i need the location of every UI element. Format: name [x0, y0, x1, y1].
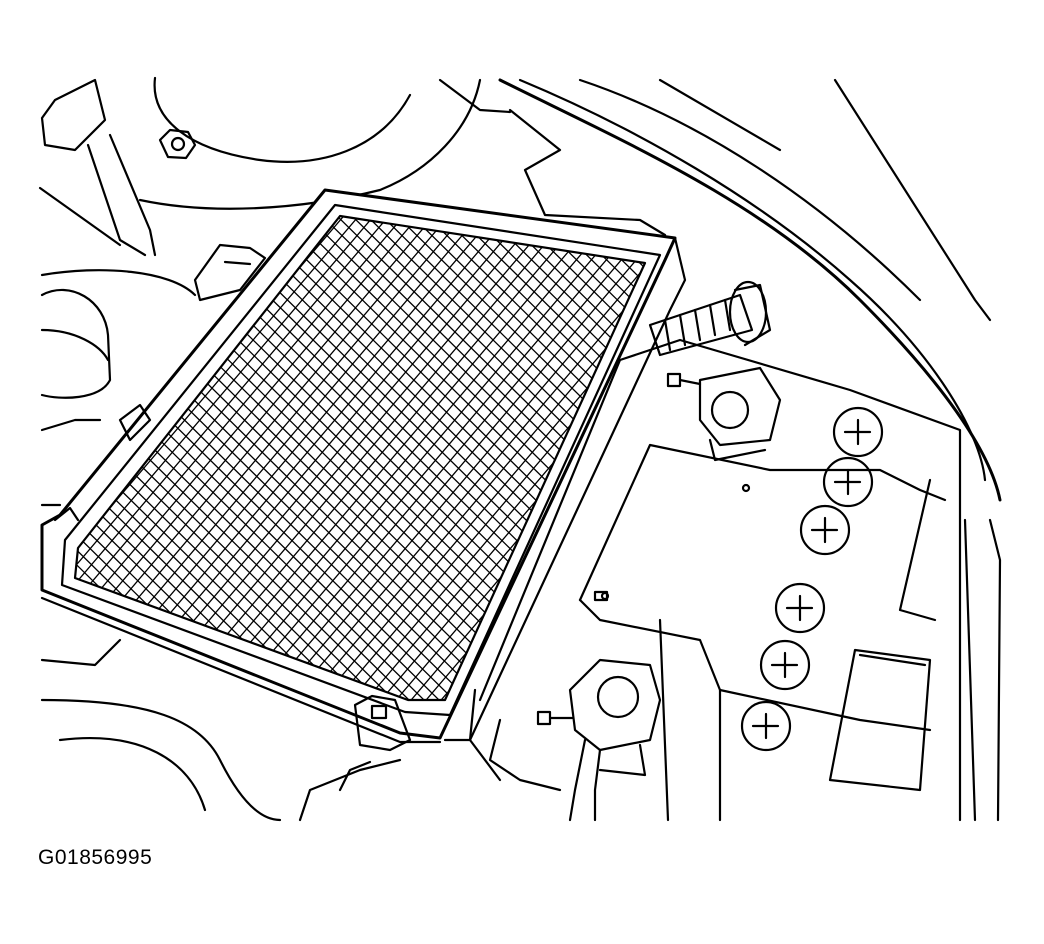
cell-cap-5	[759, 639, 811, 691]
mesh-line	[75, 216, 516, 700]
mesh-line	[0, 150, 5, 760]
mesh-line	[389, 216, 645, 700]
mesh-line	[284, 216, 645, 700]
mesh-line	[765, 150, 1044, 760]
mesh-line	[960, 150, 1044, 760]
mesh-line	[885, 150, 1044, 760]
cell-caps	[740, 406, 884, 752]
battery-cover	[0, 150, 1044, 760]
mesh-line	[0, 150, 55, 760]
mesh-line	[0, 150, 35, 760]
mesh-line	[930, 150, 1044, 760]
mesh-line	[705, 150, 1044, 760]
mesh-line	[239, 216, 645, 700]
mesh-line	[0, 150, 20, 760]
mesh-line	[720, 150, 1044, 760]
mesh-line	[870, 150, 1044, 760]
cover-clip-bottom	[353, 694, 412, 752]
cell-cap-2	[822, 456, 874, 508]
mesh-line	[269, 216, 645, 700]
mesh-line	[434, 216, 645, 700]
mesh-line	[224, 216, 645, 700]
cell-cap-1	[832, 406, 884, 458]
figure-id-label: G01856995	[38, 846, 153, 869]
mesh-line	[1035, 150, 1044, 760]
mesh-line	[795, 150, 1044, 760]
mesh-line	[735, 150, 1044, 760]
mesh-line	[449, 216, 645, 700]
mesh-line	[75, 216, 116, 700]
mesh-line	[75, 216, 471, 700]
mesh-line	[1020, 150, 1044, 760]
mesh-line	[780, 150, 1044, 760]
mesh-line	[75, 216, 126, 700]
cell-cap-4	[774, 582, 826, 634]
mesh-line	[239, 216, 645, 700]
mesh-line	[870, 150, 1044, 760]
mesh-line	[75, 216, 101, 700]
mesh-line	[464, 216, 645, 700]
battery-cover-illustration	[0, 76, 1044, 822]
mesh-line	[975, 150, 1044, 760]
mesh-line	[209, 216, 645, 700]
mesh-line	[344, 216, 645, 700]
mesh-line	[720, 150, 1044, 760]
mesh-line	[419, 216, 645, 700]
mesh-line	[1020, 150, 1044, 760]
mesh-line	[735, 150, 1044, 760]
mesh-line	[765, 150, 1044, 760]
mesh-line	[75, 216, 96, 700]
battery-label	[828, 648, 932, 792]
mesh-line	[885, 150, 1044, 760]
mesh-line	[810, 150, 1044, 760]
mesh-line	[75, 216, 531, 700]
mesh-line	[0, 150, 70, 760]
mesh-line	[900, 150, 1044, 760]
mesh-line	[840, 150, 1044, 760]
mesh-line	[855, 150, 1044, 760]
cell-cap-3	[799, 504, 851, 556]
mesh-line	[254, 216, 645, 700]
mesh-line	[855, 150, 1044, 760]
mesh-line	[0, 150, 25, 760]
mesh-line	[795, 150, 1044, 760]
mesh-line	[0, 150, 50, 760]
mesh-line	[840, 150, 1044, 760]
mesh-line	[810, 150, 1044, 760]
cell-cap-6	[740, 700, 792, 752]
mesh-line	[1005, 150, 1044, 760]
cover-clip-top-left	[193, 243, 267, 302]
mesh-border	[73, 214, 647, 702]
mesh-line	[224, 216, 645, 700]
mesh-line	[1005, 150, 1044, 760]
mesh-line	[75, 216, 86, 700]
mesh-line	[975, 150, 1044, 760]
mesh-line	[75, 216, 486, 700]
mesh-line	[0, 150, 40, 760]
battery	[468, 338, 962, 822]
positive-terminal	[648, 280, 782, 462]
mesh-line	[705, 150, 1044, 760]
nut	[158, 128, 197, 160]
negative-terminal	[536, 658, 662, 822]
cover-clip-left	[118, 403, 152, 442]
mesh-line	[75, 216, 501, 700]
mesh-line	[780, 150, 1044, 760]
mesh-line	[75, 216, 561, 700]
mesh-line	[0, 150, 65, 760]
mesh-line	[1035, 150, 1044, 760]
mesh-line	[0, 150, 10, 760]
mesh-line	[75, 216, 546, 700]
mesh-line	[374, 216, 645, 700]
mesh-line	[75, 216, 81, 700]
mesh-line	[900, 150, 1044, 760]
mesh-line	[359, 216, 645, 700]
mesh-line	[930, 150, 1044, 760]
mesh-line	[404, 216, 645, 700]
mesh-line	[75, 216, 111, 700]
mesh-line	[960, 150, 1044, 760]
